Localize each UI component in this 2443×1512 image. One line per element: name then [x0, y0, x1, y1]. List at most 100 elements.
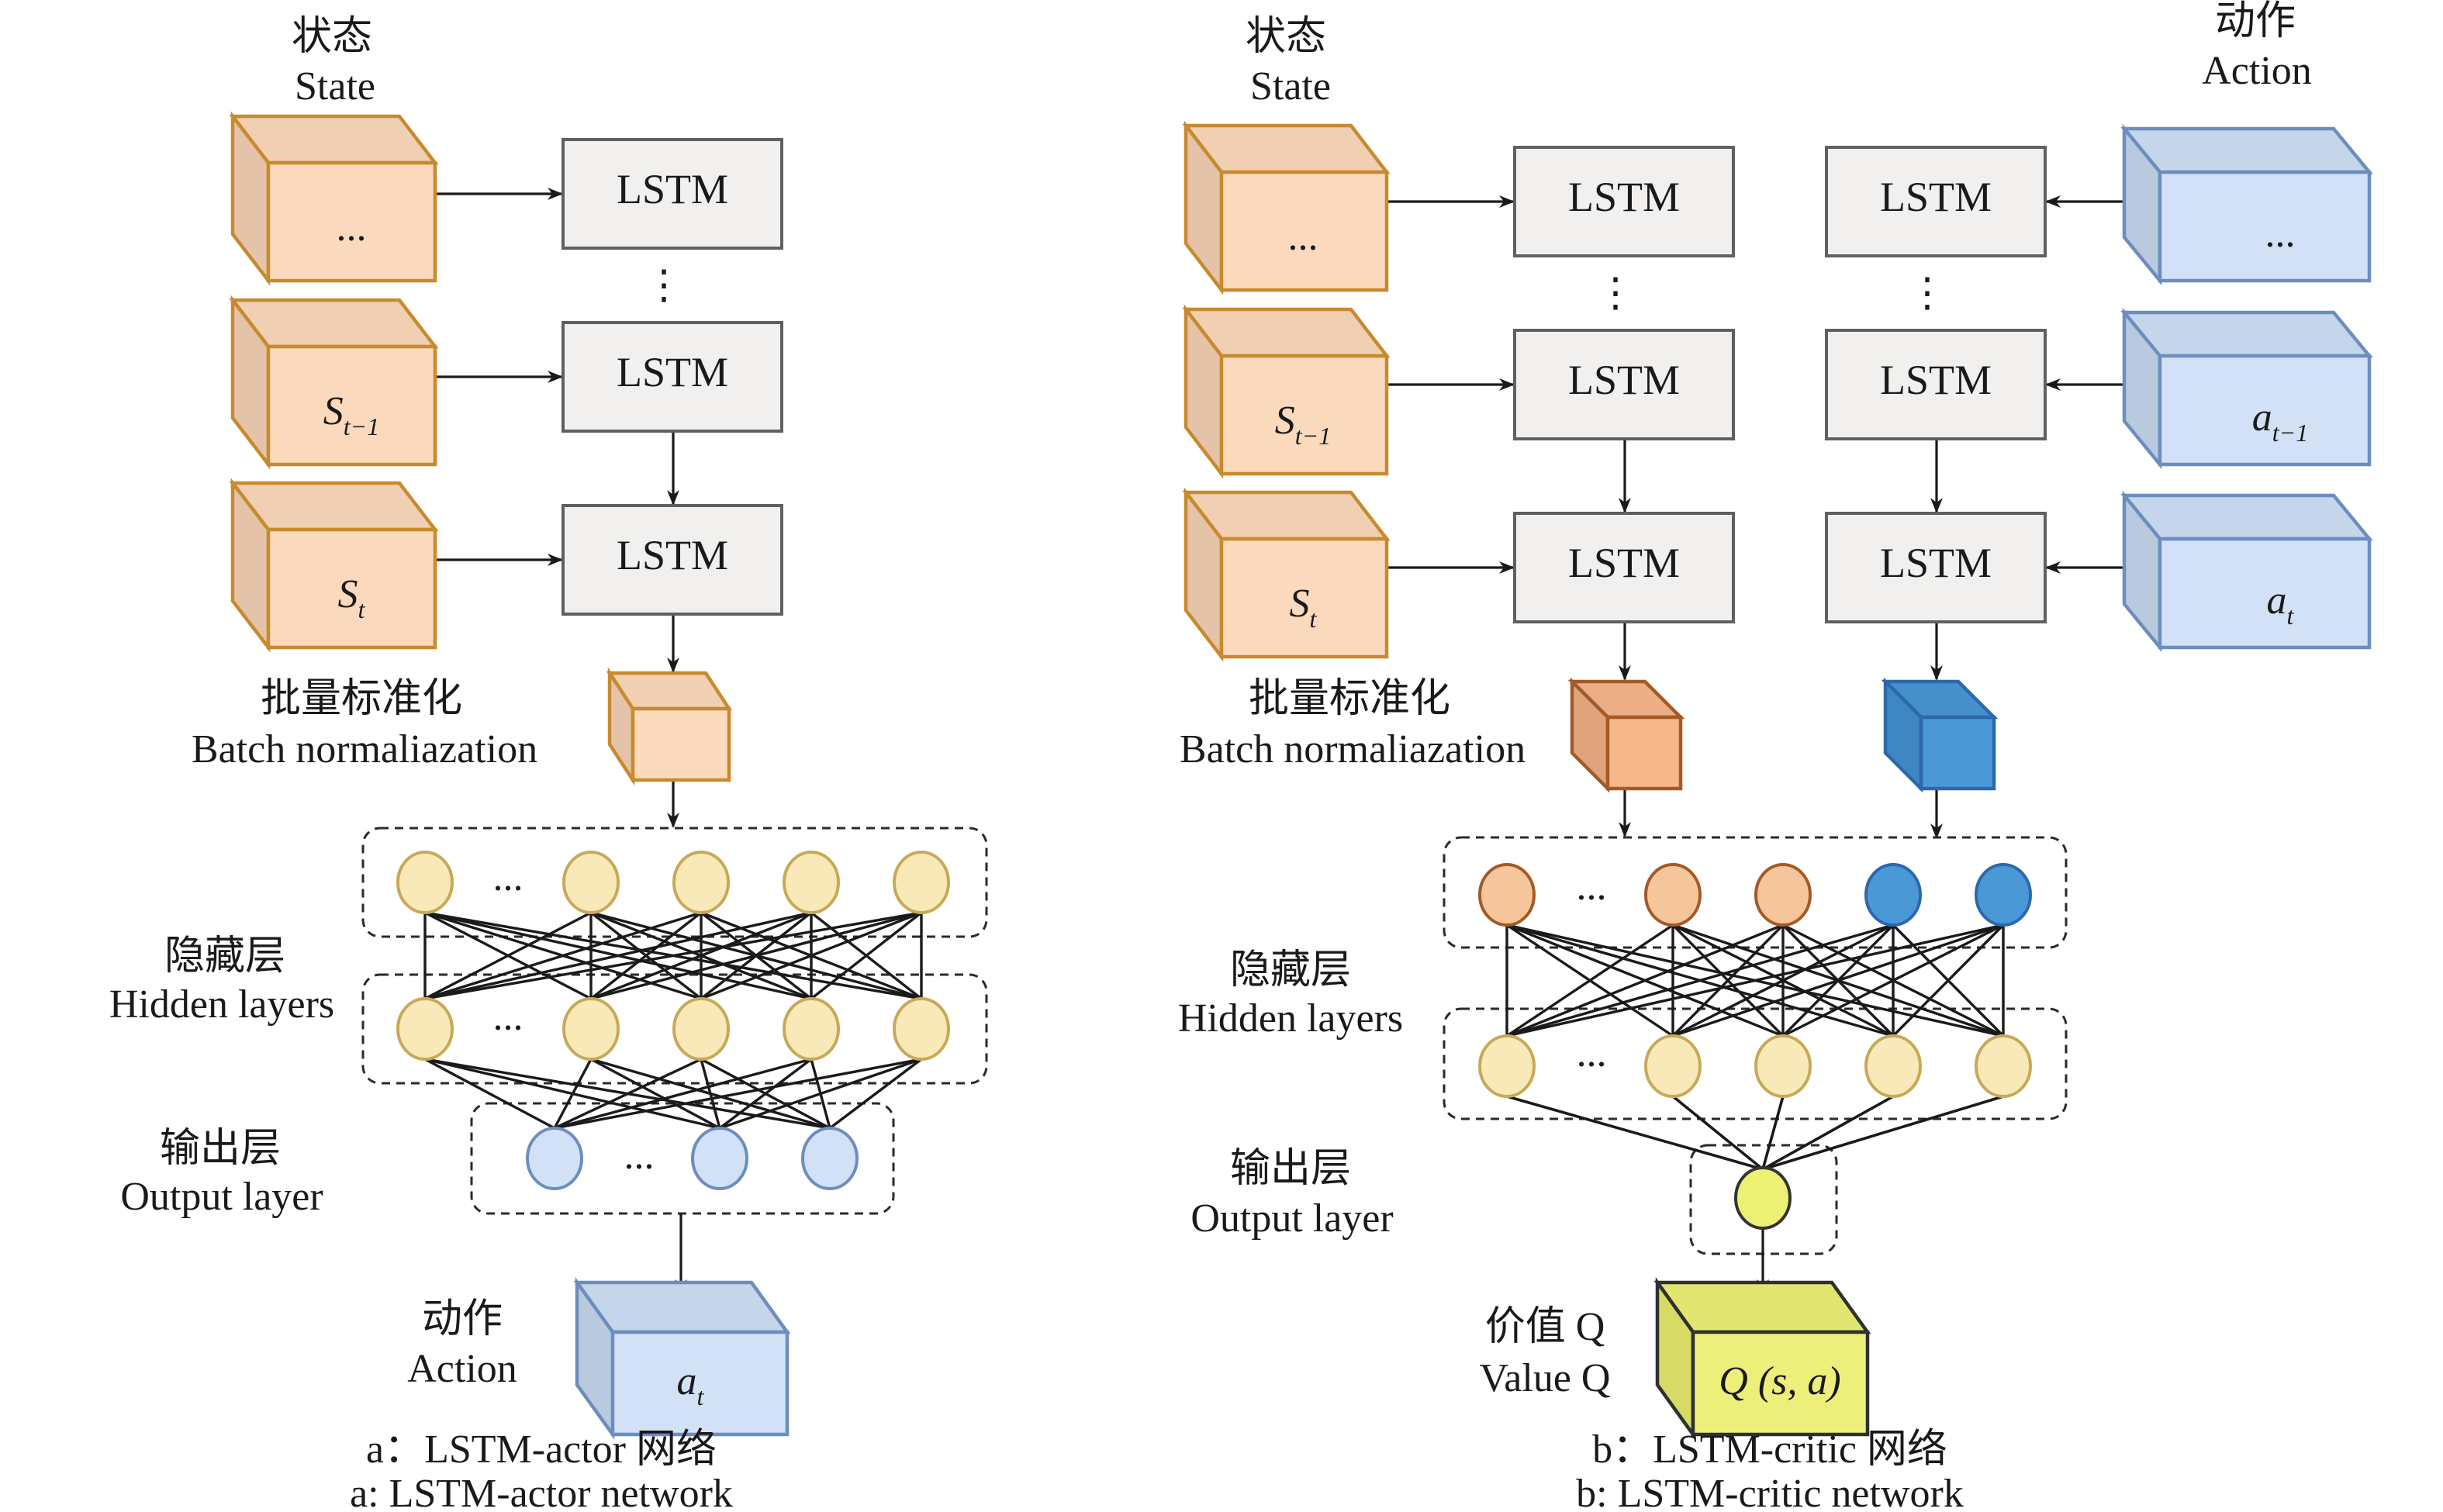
a-hidden2-frame	[361, 973, 988, 1085]
a-hidden2-ellipsis: ...	[493, 995, 524, 1039]
b-q-value-box-front	[1691, 1330, 1870, 1437]
a-state-input-label-2-main: S	[338, 572, 358, 616]
b-hidden2-frame	[1443, 1007, 2068, 1120]
b-action-lstm-vdots: ⋮	[1907, 271, 1947, 316]
b-state-label-en: State	[1250, 64, 1331, 109]
b-state-input-box-1-front	[1219, 354, 1389, 476]
b-edge-h1-4-h2-1	[1672, 923, 2004, 1037]
b-bn-label-cn: 批量标准化	[1249, 677, 1450, 721]
a-edge-h2-4-out-1	[719, 1058, 922, 1130]
b-action-lstm-1-label: LSTM	[1880, 357, 1992, 403]
b-edge-h1-1-h2-0	[1506, 923, 1674, 1037]
b-action-label-cn: 动作	[2215, 0, 2296, 43]
b-state-input-box-2-front	[1219, 537, 1389, 659]
a-lstm-2-label: LSTM	[617, 532, 728, 578]
b-hidden2-node-2	[1754, 1034, 1812, 1098]
b-value-label-cn: 价值 Q	[1485, 1305, 1605, 1349]
a-hidden2-node-0	[396, 997, 454, 1061]
a-edge-h1-3-h2-0	[424, 911, 812, 1000]
a-hidden2-node-1	[562, 997, 620, 1061]
a-hidden-label-en: Hidden layers	[109, 982, 334, 1027]
a-state-input-box-2-front	[266, 527, 437, 650]
b-hidden1-state-node-1	[1644, 863, 1702, 927]
b-edge-h1-4-h2-2	[1782, 923, 2004, 1037]
a-state-input-label-2-sub: t	[358, 595, 366, 623]
a-edge-h2-4-out-2	[828, 1058, 923, 1130]
a-lstm-2	[562, 504, 783, 616]
b-action-input-box-2-top	[2120, 493, 2373, 541]
b-caption-en: b: LSTM-critic network	[1576, 1472, 1964, 1512]
a-edge-h2-2-out-1	[700, 1058, 721, 1129]
b-edge-h1-2-h2-0	[1506, 923, 1784, 1037]
b-output-q-node	[1734, 1166, 1792, 1230]
a-edge-h2-2-out-0	[554, 1058, 702, 1130]
b-action-label-en: Action	[2202, 49, 2312, 93]
b-action-lstm-0-label: LSTM	[1880, 174, 1992, 220]
a-edge-h2-3-out-0	[554, 1058, 812, 1130]
b-hidden2-node-1	[1644, 1034, 1702, 1098]
b-hidden1-frame	[1443, 836, 2068, 949]
b-hidden1-action-node-3	[1864, 863, 1922, 927]
b-hidden2-node-4	[1975, 1034, 2032, 1098]
a-state-input-label-1-sub: t−1	[344, 413, 379, 440]
a-hidden1-node-1	[562, 851, 620, 914]
b-hidden1-state-node-2	[1754, 863, 1812, 927]
b-state-input-label-2-sub: t	[1310, 605, 1318, 633]
b-state-lstm-1	[1513, 329, 1735, 440]
b-bn-state-cube	[1567, 677, 1685, 793]
a-lstm-0-label: LSTM	[617, 166, 728, 212]
a-state-input-box-1-front	[266, 344, 437, 467]
b-action-input-box-1-front	[2158, 354, 2372, 467]
b-edge-h2-2-out	[1761, 1096, 1785, 1170]
b-edge-h2-0-out	[1506, 1095, 1764, 1171]
a-edge-h1-3-h2-1	[590, 911, 812, 1000]
b-output-label-cn: 输出层	[1230, 1147, 1351, 1191]
b-state-lstm-0	[1513, 146, 1735, 257]
a-bn-cube-front	[631, 706, 731, 782]
b-state-input-box-0	[1182, 120, 1391, 295]
a-hidden1-frame	[361, 827, 988, 938]
a-state-input-label-0: ...	[337, 205, 367, 250]
b-action-input-box-2-front	[2158, 537, 2372, 650]
a-state-input-box-1	[229, 295, 439, 470]
b-q-value-box	[1653, 1277, 1871, 1440]
a-output-node-2	[801, 1127, 859, 1190]
b-state-lstm-2	[1513, 512, 1735, 623]
b-state-input-box-0-front	[1219, 170, 1389, 292]
a-output-node-0	[526, 1127, 583, 1190]
b-hidden-label-cn: 隐藏层	[1230, 948, 1351, 992]
b-edge-h1-3-h2-1	[1672, 923, 1894, 1037]
a-state-input-label-1: St−1	[323, 389, 379, 440]
b-hidden1-state-node-0	[1478, 863, 1536, 927]
b-action-input-box-2	[2120, 490, 2373, 653]
b-action-input-label-1: at−1	[2252, 395, 2308, 447]
a-action-box-front	[610, 1330, 790, 1437]
a-lstm-0	[562, 138, 783, 250]
b-hidden1-ellipsis: ...	[1577, 865, 1607, 909]
a-action-box-label: at	[677, 1359, 705, 1410]
a-edge-h1-1-h2-0	[424, 911, 592, 1000]
b-action-input-box-1	[2120, 307, 2373, 470]
b-bn-action-cube-front	[1919, 715, 1996, 791]
a-hidden1-node-2	[672, 851, 730, 914]
b-hidden-label-en: Hidden layers	[1178, 996, 1403, 1041]
a-edge-h1-2-h2-0	[424, 911, 702, 1000]
a-state-input-box-2	[229, 478, 439, 653]
a-state-label-cn: 状态	[292, 15, 372, 59]
a-edge-h2-4-out-0	[554, 1058, 922, 1130]
b-state-lstm-0-label: LSTM	[1568, 174, 1680, 220]
a-output-ellipsis: ...	[624, 1134, 655, 1178]
a-action-label-cn: 动作	[422, 1297, 503, 1341]
b-action-input-box-0	[2120, 123, 2373, 286]
b-edge-h2-1-out	[1671, 1095, 1764, 1171]
b-action-lstm-2	[1825, 512, 2047, 623]
b-q-value-box-label: Q (s, a)	[1719, 1359, 1840, 1403]
a-output-node-1	[691, 1127, 748, 1190]
b-action-input-box-0-front	[2158, 170, 2372, 283]
a-edge-h1-4-h2-3	[810, 911, 923, 1000]
a-state-input-label-0-main: ...	[337, 205, 367, 250]
b-state-lstm-2-label: LSTM	[1568, 540, 1680, 586]
b-hidden1-action-node-4	[1975, 863, 2032, 927]
